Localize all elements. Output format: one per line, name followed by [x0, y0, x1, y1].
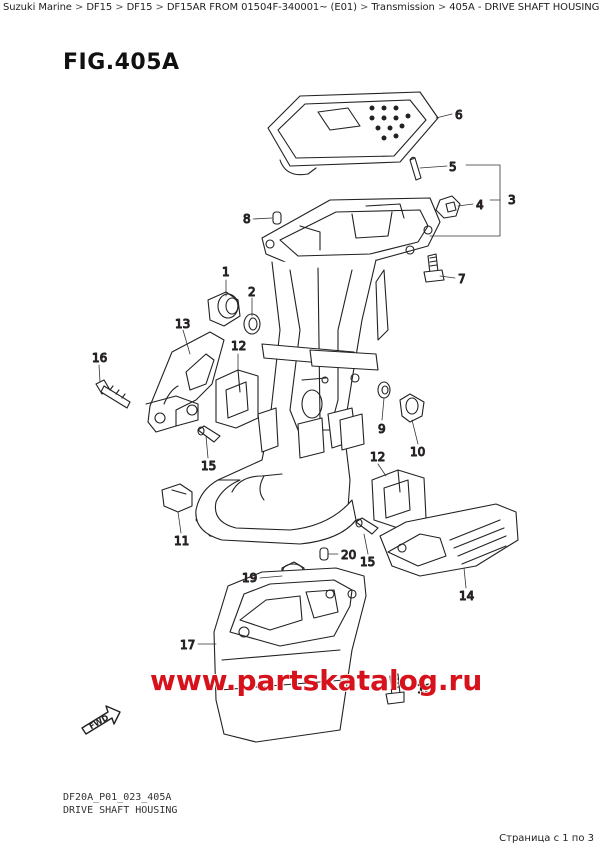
watermark: www.partskatalog.ru — [150, 664, 483, 697]
part-13-mount-bracket[interactable] — [145, 331, 225, 433]
breadcrumb: Suzuki Marine > DF15 > DF15 > DF15AR FRO… — [3, 2, 600, 13]
callout-15-left[interactable]: 15 — [200, 458, 216, 473]
fwd-label: FWD — [88, 713, 111, 731]
part-5-pin[interactable] — [409, 156, 422, 181]
callout-1[interactable]: 1 — [221, 264, 230, 279]
callouts: 6 5 4 3 8 7 1 2 13 16 12 15 9 10 11 12 1… — [91, 107, 516, 696]
part-6-gasket[interactable] — [267, 91, 439, 176]
part-2-o-ring[interactable] — [243, 313, 261, 335]
callout-17[interactable]: 17 — [179, 637, 195, 652]
callout-16[interactable]: 16 — [91, 350, 107, 365]
breadcrumb-item-current: 405A - DRIVE SHAFT HOUSING (P01) — [449, 2, 600, 13]
part-1-seal[interactable] — [207, 291, 241, 327]
breadcrumb-item-df15-sub[interactable]: DF15 — [126, 2, 153, 13]
part-4-plug[interactable] — [435, 195, 461, 219]
part-12-mount-rubber-left[interactable] — [215, 369, 259, 429]
figure-caption: DRIVE SHAFT HOUSING — [63, 805, 178, 816]
callout-11[interactable]: 11 — [173, 533, 189, 548]
callout-13[interactable]: 13 — [174, 316, 190, 331]
callout-3[interactable]: 3 — [507, 192, 516, 207]
part-8-pin[interactable] — [272, 211, 282, 225]
breadcrumb-separator: > — [437, 2, 447, 13]
fwd-arrow-icon — [81, 705, 121, 735]
part-9-washer[interactable] — [377, 381, 391, 399]
breadcrumb-item-model[interactable]: DF15AR FROM 01504F-340001~ (E01) — [166, 2, 357, 13]
part-11-spacer[interactable] — [161, 483, 193, 513]
part-18-bolt[interactable] — [385, 673, 405, 705]
callout-10[interactable]: 10 — [409, 444, 425, 459]
part-17-lower-case[interactable] — [213, 567, 367, 743]
breadcrumb-item-suzuki-marine[interactable]: Suzuki Marine — [3, 2, 72, 13]
callout-12-right[interactable]: 12 — [369, 449, 385, 464]
callout-4[interactable]: 4 — [475, 197, 484, 212]
page-indicator: Страница с 1 по 3 — [499, 833, 594, 844]
drive-shaft-housing[interactable] — [195, 197, 441, 545]
breadcrumb-separator: > — [74, 2, 84, 13]
part-15-pin-right[interactable] — [355, 517, 379, 535]
callout-2[interactable]: 2 — [247, 284, 256, 299]
callout-5[interactable]: 5 — [448, 159, 457, 174]
part-20-pin[interactable] — [319, 547, 329, 561]
breadcrumb-item-transmission[interactable]: Transmission — [371, 2, 435, 13]
breadcrumb-separator: > — [155, 2, 164, 13]
callout-12-left[interactable]: 12 — [230, 338, 246, 353]
callout-18[interactable]: 18 — [416, 681, 432, 696]
callout-8[interactable]: 8 — [242, 211, 251, 226]
figure-title: FIG.405A — [63, 50, 180, 75]
callout-15-right[interactable]: 15 — [359, 554, 375, 569]
callout-9[interactable]: 9 — [377, 421, 386, 436]
part-14-lower-bracket[interactable] — [379, 503, 519, 577]
callout-19[interactable]: 19 — [241, 570, 257, 585]
breadcrumb-separator: > — [360, 2, 369, 13]
part-15-pin-left[interactable] — [197, 425, 221, 443]
part-7-bolt[interactable] — [423, 253, 445, 283]
part-16-bolt[interactable] — [95, 379, 131, 409]
part-10-plug[interactable] — [399, 393, 425, 423]
callout-7[interactable]: 7 — [457, 271, 466, 286]
breadcrumb-separator: > — [115, 2, 124, 13]
leader-lines — [98, 113, 501, 691]
callout-20[interactable]: 20 — [340, 547, 356, 562]
figure-code: DF20A_P01_023_405A — [63, 792, 172, 803]
breadcrumb-item-df15[interactable]: DF15 — [86, 2, 113, 13]
callout-14[interactable]: 14 — [458, 588, 474, 603]
callout-6[interactable]: 6 — [454, 107, 463, 122]
